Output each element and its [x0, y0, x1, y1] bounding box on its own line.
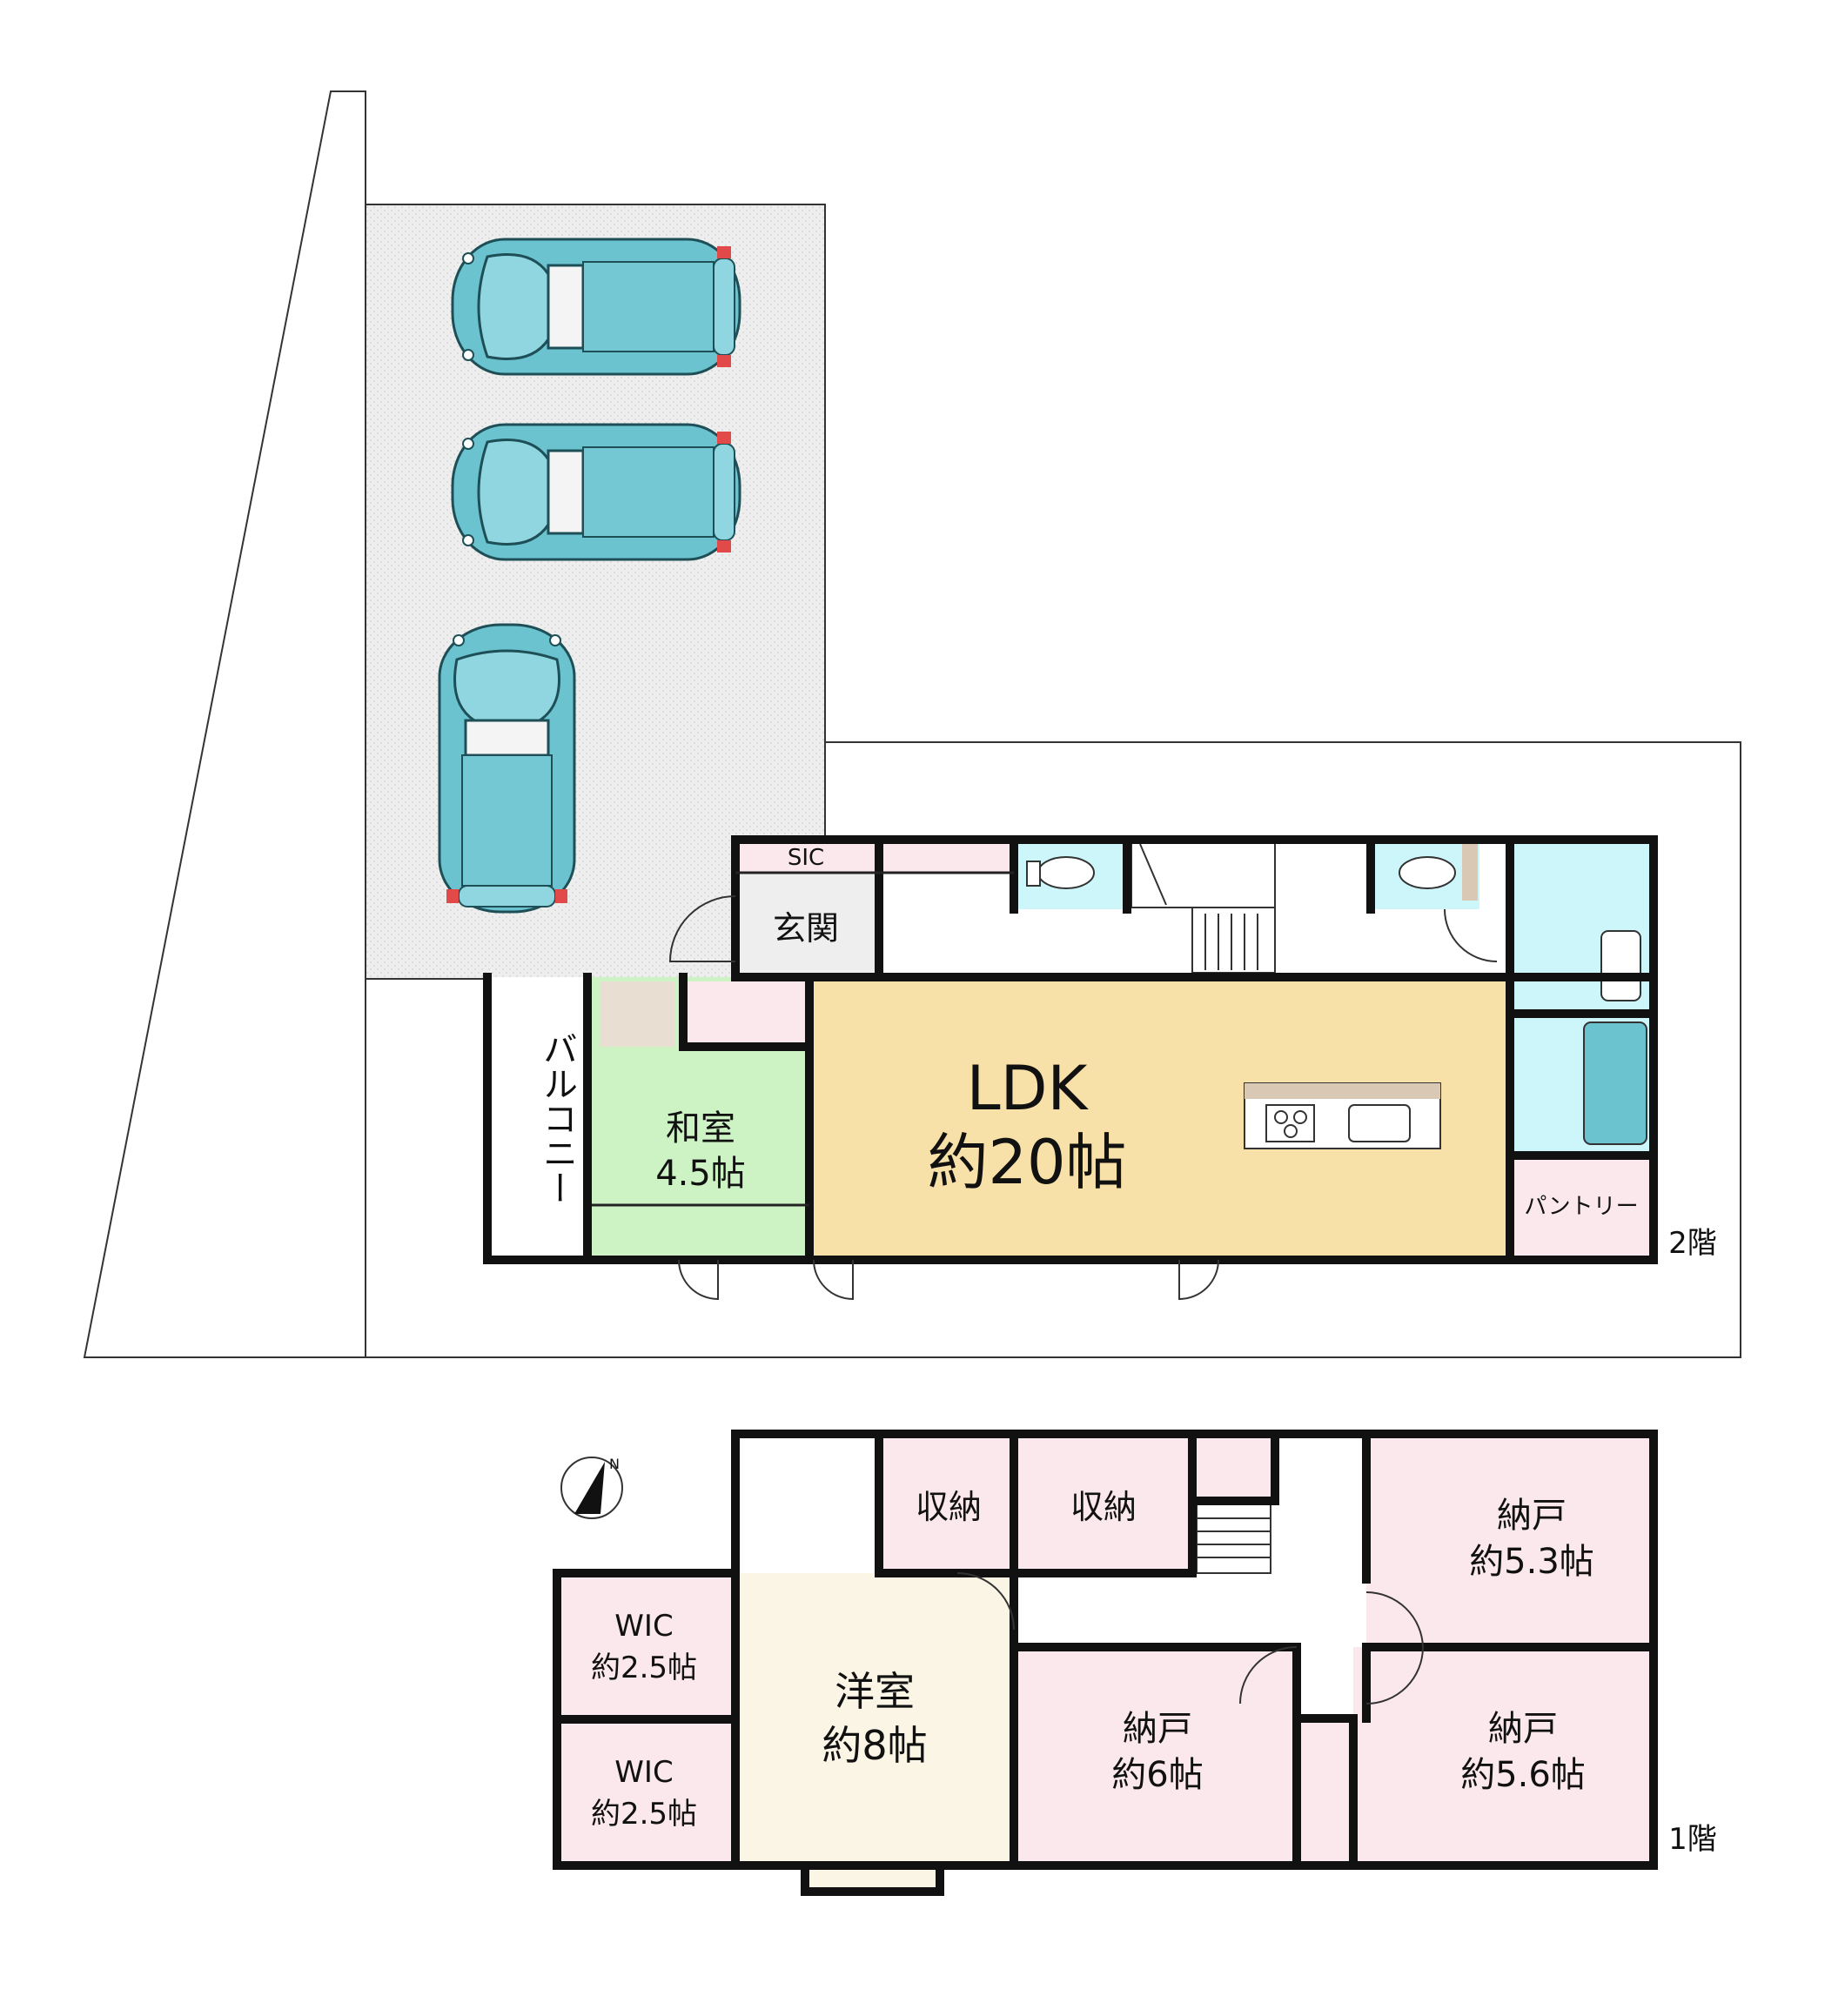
room-label-ldk: LDK [967, 1053, 1090, 1124]
room-size-youshitsu: 約8帖 [822, 1722, 927, 1769]
room-label-shuno-2: 収納 [1070, 1488, 1137, 1526]
walls-1f [553, 1430, 1658, 1896]
room-nando-c [1018, 1647, 1297, 1865]
room-size-wic-2: 約2.5帖 [591, 1797, 697, 1832]
toilet-icon [1399, 844, 1478, 901]
kitchen-island [1244, 1082, 1441, 1149]
room-pantry [1510, 1155, 1654, 1260]
room-youshitsu [735, 1573, 1014, 1865]
compass-label: N [609, 1456, 620, 1472]
room-shuno-2 [1018, 1434, 1192, 1573]
room-label-nando-ne: 納戸 [1497, 1496, 1567, 1536]
stove-icon [1265, 1104, 1315, 1142]
room-wic-2 [557, 1719, 731, 1865]
room-closet-c [1297, 1718, 1353, 1865]
room-label-genkan: 玄関 [773, 909, 839, 948]
walls-2f [483, 835, 1658, 1264]
north-arrow-icon: N [560, 1456, 623, 1519]
bathtub-icon [1583, 1021, 1647, 1145]
floor-label-2f: 2階 [1668, 1226, 1717, 1261]
room-size-nando-c: 約6帖 [1111, 1755, 1203, 1795]
room-label-wic-2: WIC [614, 1755, 673, 1790]
room-shuno-1 [879, 1434, 1018, 1573]
stairs-2f [1130, 839, 1276, 974]
room-balcony [487, 977, 587, 1260]
room-label-nando-se: 納戸 [1488, 1709, 1558, 1749]
room-size-ldk: 約20帖 [927, 1127, 1126, 1198]
room-nando-ne [1366, 1434, 1654, 1647]
toilet-icon [1026, 856, 1095, 889]
room-label-nando-c: 納戸 [1123, 1709, 1192, 1749]
room-label-shuno-1: 収納 [916, 1488, 982, 1526]
room-label-pantry: パントリー [1524, 1194, 1638, 1220]
room-size-wic-1: 約2.5帖 [591, 1651, 697, 1685]
room-size-washitsu: 4.5帖 [655, 1154, 746, 1194]
room-label-wic-1: WIC [614, 1609, 673, 1644]
room-shoes-closet [879, 840, 1014, 873]
room-wic-1 [557, 1573, 731, 1719]
room-label-youshitsu: 洋室 [835, 1668, 915, 1715]
stairs-2f-small [600, 981, 674, 1047]
room-void-1f [735, 1434, 879, 1573]
room-label-balcony: バルコニー [537, 1031, 577, 1205]
room-small-storage [1192, 1434, 1275, 1499]
floor-label-1f: 1階 [1668, 1822, 1717, 1857]
car-1 [451, 238, 741, 376]
car-2 [451, 423, 741, 561]
doors-2f [668, 895, 1498, 1301]
doors-1f [956, 1572, 1424, 1705]
car-3 [438, 623, 576, 914]
room-sic [735, 840, 876, 873]
room-oshiire [688, 981, 805, 1047]
room-label-washitsu: 和室 [666, 1108, 735, 1149]
room-nando-se [1353, 1647, 1654, 1865]
washbasin-icon [1600, 930, 1641, 1001]
room-label-sic: SIC [788, 845, 824, 871]
stairs-1f [1196, 1503, 1271, 1574]
room-genkan [735, 873, 879, 977]
sink-icon [1348, 1104, 1411, 1142]
room-size-nando-ne: 約5.3帖 [1469, 1542, 1594, 1582]
room-size-nando-se: 約5.6帖 [1460, 1755, 1586, 1795]
